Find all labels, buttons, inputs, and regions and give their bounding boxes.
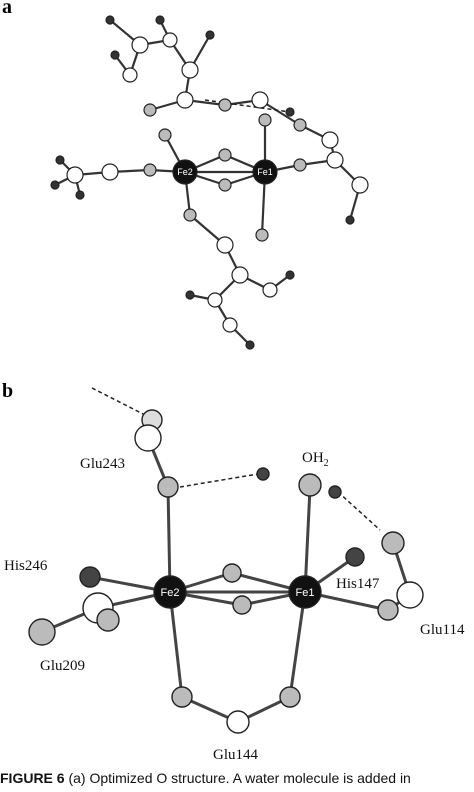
label-oh2-main: OH: [302, 450, 324, 466]
panel-a-fe2-label: Fe2: [177, 167, 193, 177]
panel-a-fe1-label: Fe1: [257, 167, 273, 177]
panel-b-fe2-label: Fe2: [161, 587, 180, 599]
label-oh2-sub: 2: [323, 458, 329, 469]
label-oh2: OH2: [302, 450, 329, 469]
panel-b-atoms: [28, 409, 424, 734]
label-his246: His246: [4, 558, 48, 574]
label-glu114: Glu114: [420, 622, 465, 638]
caption-figure-label: FIGURE 6: [0, 770, 65, 786]
caption-text: (a) Optimized O structure. A water molec…: [68, 770, 411, 786]
panel-a-atoms: [50, 15, 369, 350]
panel-b-hbonds: [91, 387, 381, 531]
panel-a-label: a: [2, 0, 12, 18]
label-his147: His147: [336, 576, 380, 592]
panel-b-fe1-label: Fe1: [296, 587, 315, 599]
panel-b-label: b: [2, 380, 14, 402]
label-glu144: Glu144: [213, 747, 258, 763]
figure-caption: FIGURE 6 (a) Optimized O structure. A wa…: [0, 770, 474, 792]
panel-a-molecule: Fe2 Fe1: [50, 15, 369, 350]
label-glu209: Glu209: [40, 658, 85, 674]
label-glu243: Glu243: [80, 456, 125, 472]
